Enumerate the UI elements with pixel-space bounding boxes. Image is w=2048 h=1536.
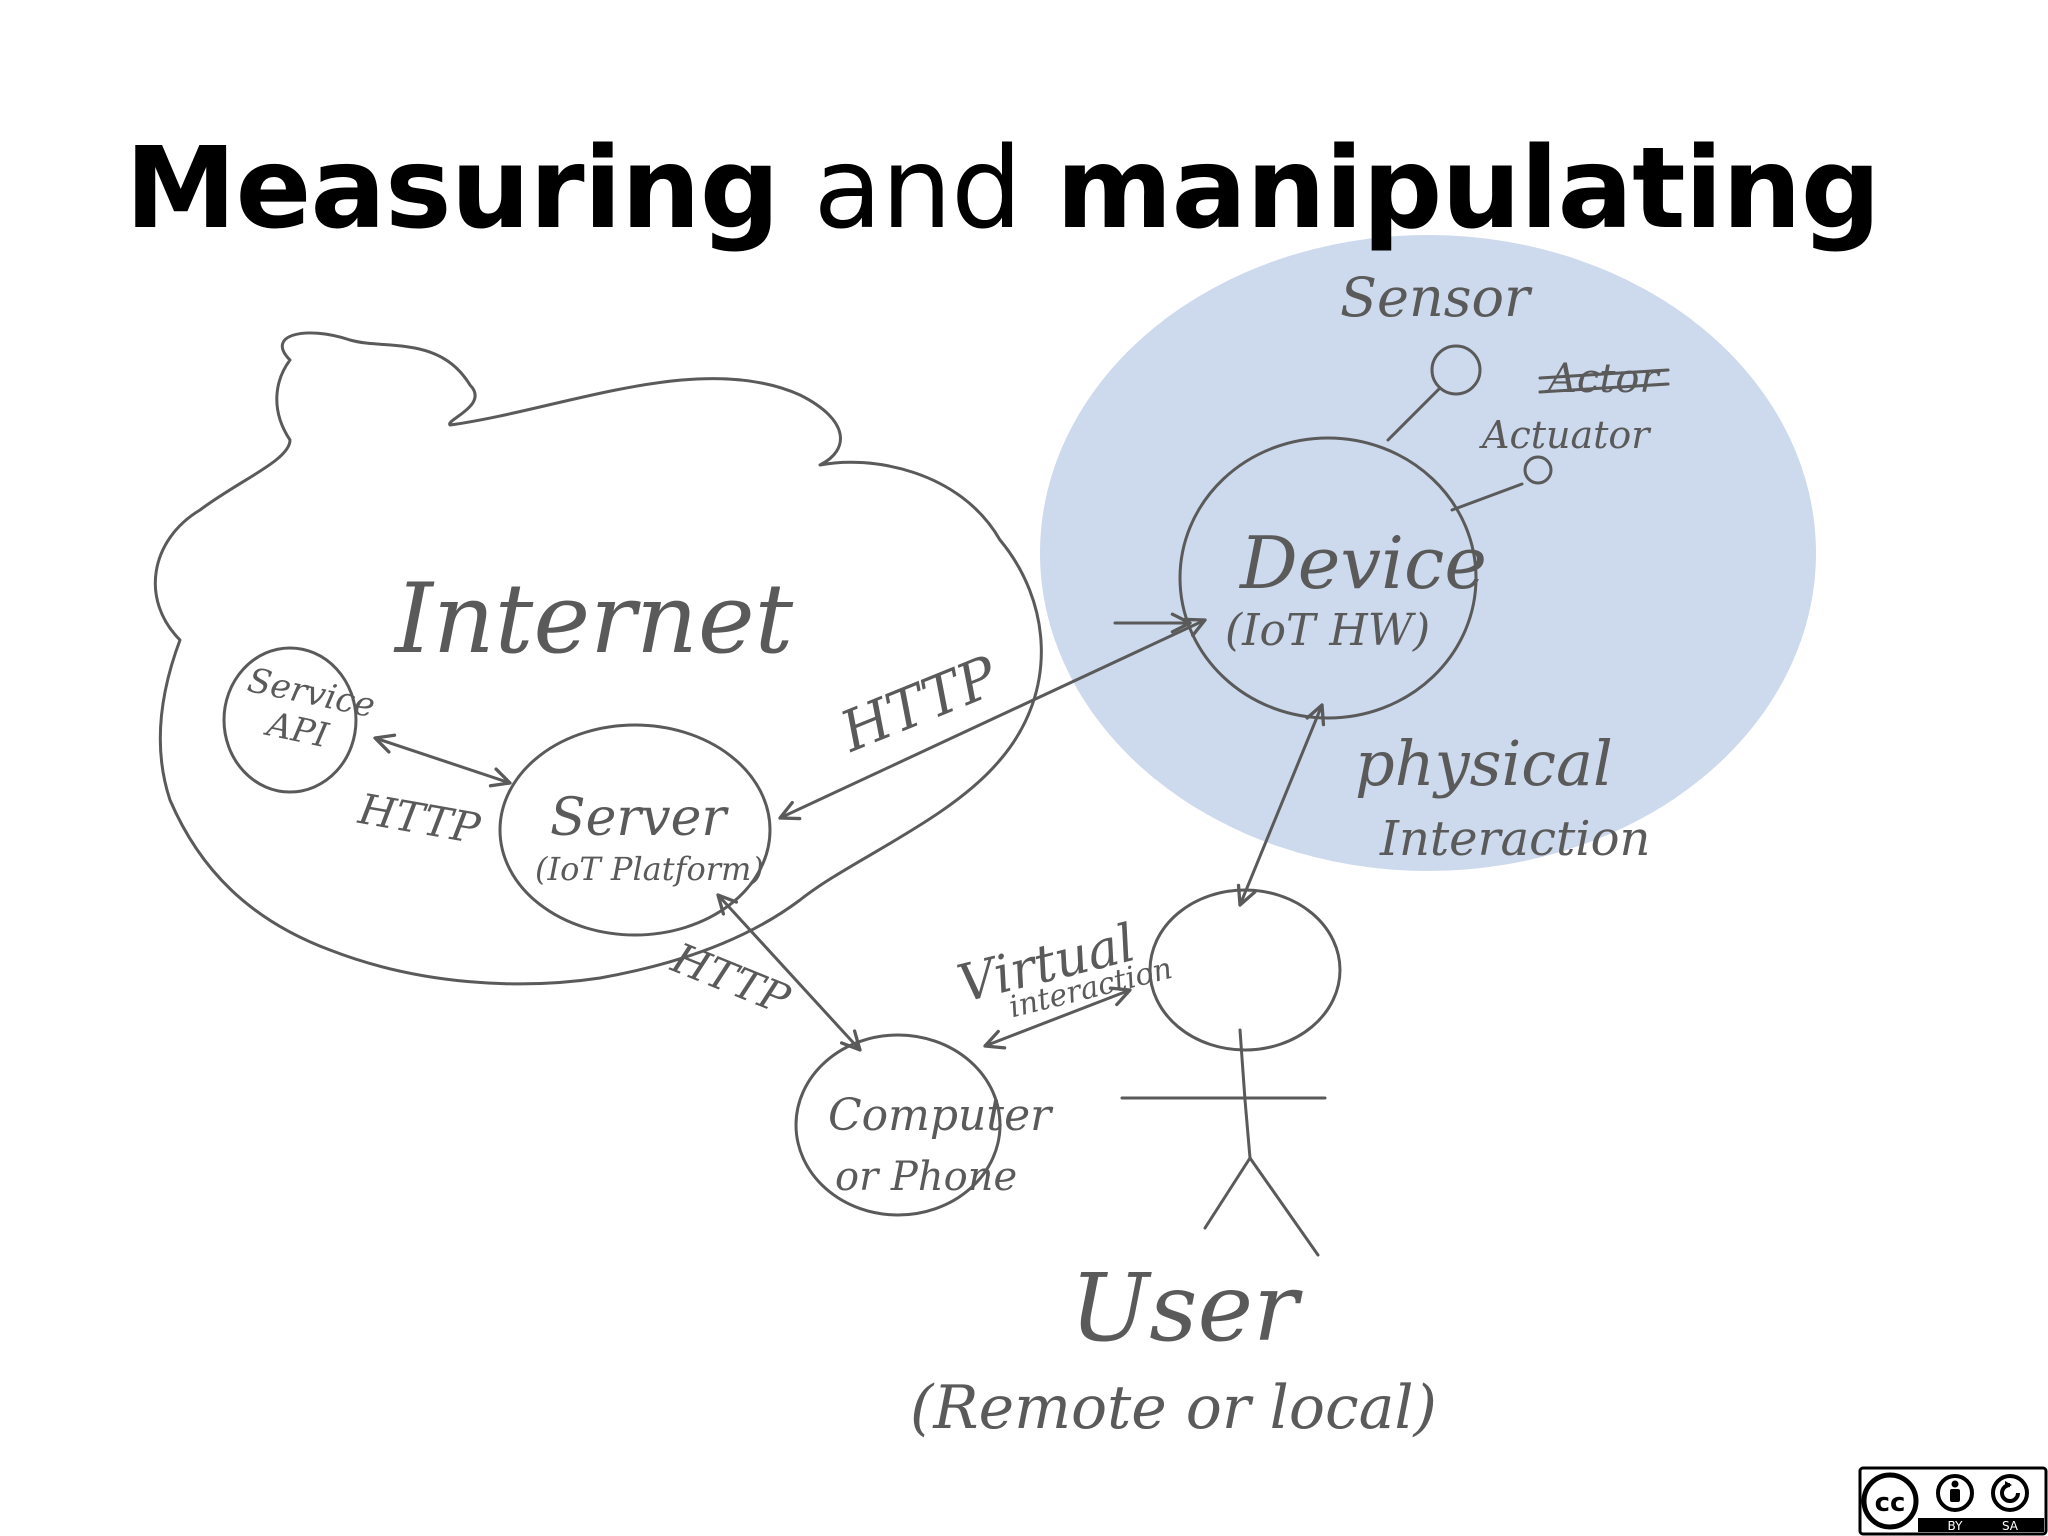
- computer-label-line2: or Phone: [835, 1154, 1017, 1200]
- attribution-icon-body: [1950, 1489, 1960, 1502]
- service-api-circle: [222, 646, 358, 794]
- sensor-connector: [1386, 386, 1442, 442]
- actuator-label: Actuator: [1479, 413, 1652, 457]
- device-highlight-ellipse: [1040, 235, 1816, 871]
- physical-interaction-line2: Interaction: [1379, 811, 1650, 867]
- server-computer-arrow: [716, 893, 862, 1052]
- computer-label-line1: Computer: [828, 1090, 1054, 1141]
- share-alike-icon-arrowhead: [2005, 1481, 2012, 1489]
- cc-by-sa-license-badge[interactable]: cc BY SA: [1858, 1466, 2048, 1536]
- user-neck: [1238, 1028, 1247, 1102]
- sensor-node: [1430, 344, 1482, 396]
- title-measuring: Measuring: [125, 124, 780, 254]
- api-server-arrow: [373, 733, 512, 788]
- slide-title: Measuring and manipulating: [125, 127, 1881, 251]
- by-text: BY: [1948, 1519, 1964, 1533]
- http-server-device-label: HTTP: [831, 644, 1008, 766]
- user-leg-left: [1203, 1156, 1252, 1230]
- user-body: [1243, 1098, 1252, 1160]
- device-circle: [1178, 436, 1478, 720]
- cc-icon: [1861, 1472, 1919, 1530]
- server-circle: [498, 723, 772, 937]
- attribution-icon-head: [1951, 1480, 1959, 1488]
- user-leg-right: [1248, 1156, 1320, 1257]
- user-head: [1148, 888, 1342, 1052]
- sensor-label: Sensor: [1340, 266, 1533, 329]
- user-sublabel: (Remote or local): [910, 1373, 1437, 1443]
- device-label-line2: (IoT HW): [1225, 605, 1430, 656]
- device-user-arrow: [1236, 703, 1326, 907]
- user-label: User: [1070, 1254, 1303, 1363]
- server-label-line1: Server: [550, 788, 729, 848]
- physical-interaction-line1: physical: [1355, 727, 1613, 800]
- title-and: and: [778, 124, 1056, 254]
- sa-text: SA: [2002, 1519, 2019, 1533]
- http-server-computer-label: HTTP: [664, 933, 797, 1025]
- server-device-arrow: [778, 617, 1207, 821]
- license-badge-strip: [1918, 1518, 2044, 1532]
- actor-strike-2: [1538, 382, 1670, 394]
- server-label-line2: (IoT Platform): [535, 850, 764, 888]
- device-label-line1: Device: [1238, 521, 1487, 605]
- computer-circle: [794, 1033, 1002, 1217]
- actor-strike-1: [1538, 368, 1670, 380]
- actor-label-struck: Actor: [1544, 356, 1661, 402]
- computer-user-arrow: [983, 986, 1132, 1050]
- cc-text: cc: [1875, 1488, 1906, 1518]
- title-manipulating: manipulating: [1055, 124, 1881, 254]
- actuator-node: [1523, 455, 1553, 485]
- http-api-server-label: HTTP: [354, 784, 484, 854]
- internet-label: Internet: [393, 563, 794, 675]
- share-alike-icon: [1991, 1474, 2029, 1512]
- internet-cloud: [153, 331, 1043, 986]
- actuator-connector: [1450, 482, 1524, 512]
